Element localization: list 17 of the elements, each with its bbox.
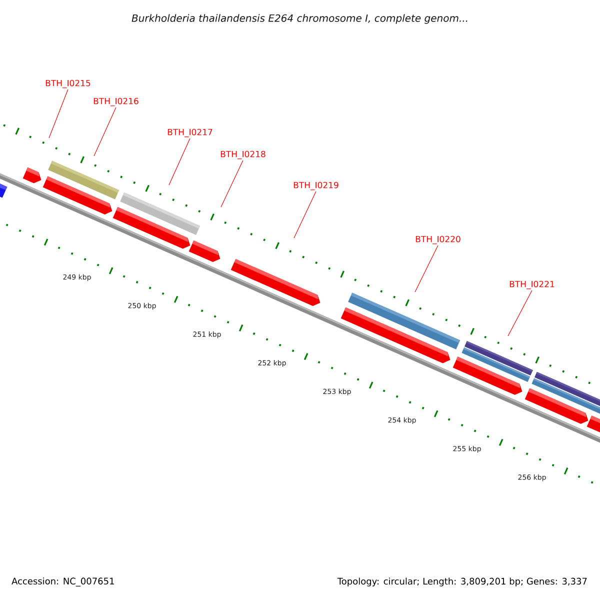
leader-line xyxy=(94,107,116,156)
leader-line xyxy=(508,290,532,336)
gene-label: BTH_I0216 xyxy=(94,98,138,106)
gene-label: BTH_I0219 xyxy=(294,182,338,190)
gene-label: BTH_I0221 xyxy=(510,280,554,290)
leader-line xyxy=(168,138,190,186)
leader-line xyxy=(414,245,438,292)
leader-line xyxy=(294,191,316,238)
genome-info-text: Topology: circular; Length: 3,809,201 bp; Genes: 3,337 xyxy=(337,578,587,586)
leader-line xyxy=(48,89,68,138)
gene-label: BTH_I0218 xyxy=(220,150,266,160)
gene-label: BTH_I0220 xyxy=(416,236,460,244)
accession-text: Accession: NC_007651 xyxy=(12,578,114,586)
gene-label: BTH_I0217 xyxy=(168,128,212,138)
title: Burkholderia thailandensis E264 chromosome I, complete genom... xyxy=(132,14,468,24)
leader-line xyxy=(220,160,244,208)
gene-label: BTH_I0215 xyxy=(46,80,90,88)
